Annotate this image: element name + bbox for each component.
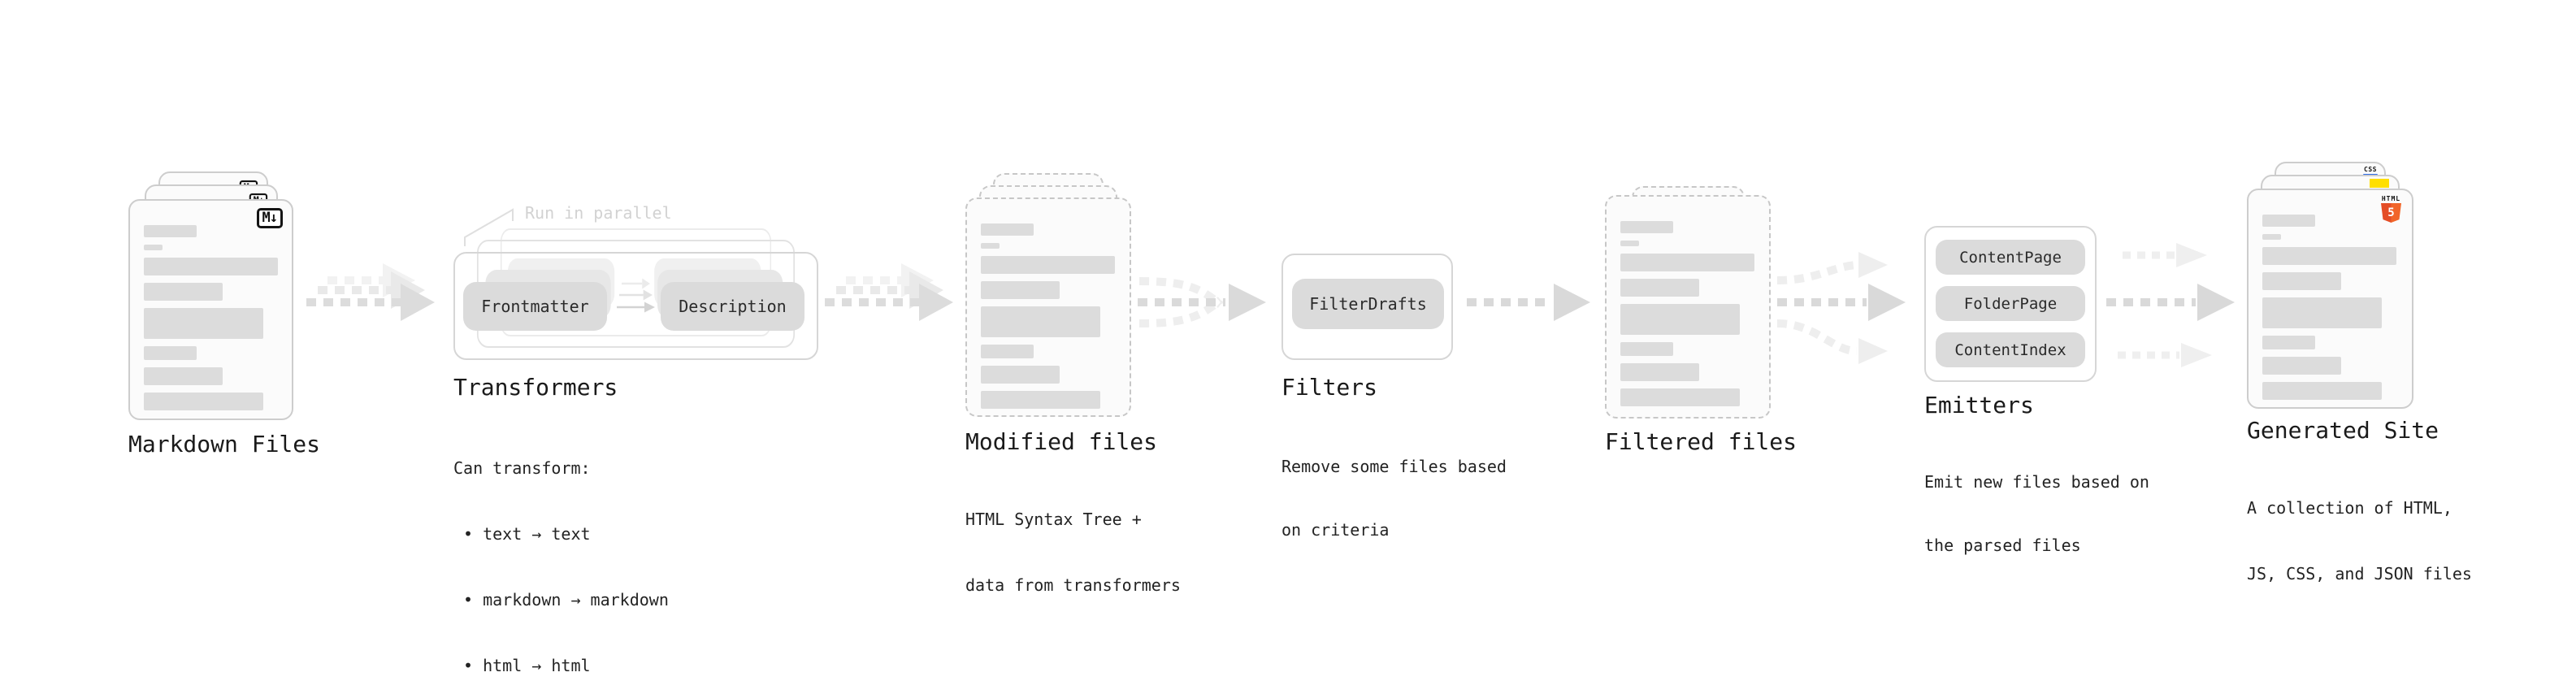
bullet-item: • text → text	[463, 524, 591, 544]
flow-arrow-icon	[1467, 284, 1590, 321]
label-generated-site: Generated Site	[2247, 417, 2439, 444]
transformer-description-pill: Description	[661, 282, 804, 331]
file-content-skeleton	[2262, 215, 2396, 400]
generated-site-description: A collection of HTML, JS, CSS, and JSON …	[2247, 453, 2472, 629]
label-markdown-files: Markdown Files	[128, 431, 321, 458]
flow-split-arrow-icon	[1776, 252, 1906, 364]
js-file-icon	[2370, 179, 2389, 188]
filters-box: FilterDrafts	[1281, 254, 1453, 360]
flow-arrow-stack-icon	[306, 263, 435, 321]
css-label: CSS	[2364, 166, 2377, 173]
html5-icon: HTML 5	[2380, 195, 2402, 223]
label-transformers: Transformers	[453, 374, 618, 401]
small-arrow-icon	[622, 278, 650, 289]
html5-shield: 5	[2381, 203, 2401, 223]
label-emitters: Emitters	[1924, 392, 2034, 419]
file-card-front: HTML 5	[2247, 189, 2413, 409]
label-modified-files: Modified files	[965, 428, 1158, 455]
emitter-content-index-pill: ContentIndex	[1936, 332, 2085, 367]
file-card-front	[965, 197, 1131, 417]
sub-line: HTML Syntax Tree +	[965, 510, 1142, 529]
html5-number: 5	[2387, 206, 2395, 219]
file-content-skeleton	[981, 223, 1115, 409]
annotation-run-in-parallel: Run in parallel	[525, 203, 672, 223]
markdown-icon: M↓	[256, 208, 283, 228]
transformer-frontmatter-pill: Frontmatter	[463, 282, 607, 331]
sub-line: Can transform:	[453, 458, 591, 478]
small-arrow-icon	[619, 289, 653, 301]
file-content-skeleton	[1620, 221, 1754, 406]
label-filtered-files: Filtered files	[1605, 428, 1798, 455]
emitters-description: Emit new files based on the parsed files	[1924, 429, 2149, 598]
filters-description: Remove some files based on criteria	[1281, 414, 1507, 583]
modified-files-description: HTML Syntax Tree + data from transformer…	[965, 465, 1181, 640]
filter-drafts-pill: FilterDrafts	[1292, 279, 1444, 329]
file-card-front: M↓	[128, 199, 293, 420]
flow-arrow-stack-icon	[825, 263, 953, 321]
transformers-description: Can transform: • text → text • markdown …	[453, 414, 669, 681]
label-filters: Filters	[1281, 374, 1378, 401]
annotation-leader-line	[464, 208, 514, 246]
emitter-folder-page-pill: FolderPage	[1936, 286, 2085, 321]
sub-line: data from transformers	[965, 575, 1181, 595]
bullet-item: • markdown → markdown	[463, 590, 669, 609]
transformer-layer-front: Frontmatter Description	[453, 252, 818, 360]
small-arrow-icon	[617, 301, 655, 313]
emitters-box: ContentPage FolderPage ContentIndex	[1924, 226, 2097, 382]
file-content-skeleton	[144, 225, 278, 410]
html-label: HTML	[2381, 195, 2401, 202]
sub-line: the parsed files	[1924, 536, 2081, 555]
sub-line: Remove some files based	[1281, 457, 1507, 476]
sub-line: Emit new files based on	[1924, 472, 2149, 492]
emitter-content-page-pill: ContentPage	[1936, 240, 2085, 275]
sub-line: on criteria	[1281, 520, 1390, 540]
bullet-item: • html → html	[463, 656, 591, 675]
file-card-front	[1605, 195, 1771, 419]
flow-merge-arrow-icon	[1138, 277, 1266, 327]
flow-triple-arrow-icon	[2106, 243, 2235, 367]
sub-line: JS, CSS, and JSON files	[2247, 564, 2472, 583]
sub-line: A collection of HTML,	[2247, 498, 2452, 518]
